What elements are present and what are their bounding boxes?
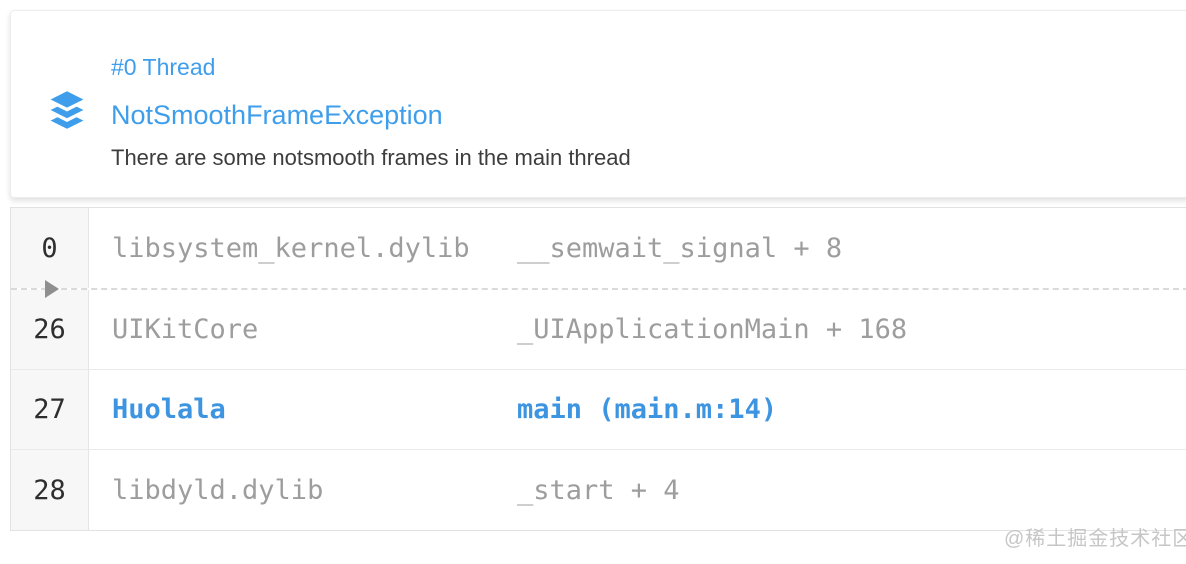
exception-name[interactable]: NotSmoothFrameException xyxy=(111,100,443,130)
stack-frame-row[interactable]: 26 UIKitCore _UIApplicationMain + 168 xyxy=(11,290,1186,370)
stack-frame-row[interactable]: 0 libsystem_kernel.dylib __semwait_signa… xyxy=(11,208,1186,288)
stack-frame-row[interactable]: 27 Huolala main (main.m:14) xyxy=(11,370,1186,450)
frame-index: 28 xyxy=(11,450,89,530)
stack-trace-table: 0 libsystem_kernel.dylib __semwait_signa… xyxy=(10,207,1186,531)
frame-library: UIKitCore xyxy=(112,314,259,345)
frame-index: 26 xyxy=(11,290,89,369)
stack-frame-row[interactable]: 28 libdyld.dylib _start + 4 xyxy=(11,450,1186,530)
frame-library: libsystem_kernel.dylib xyxy=(112,232,470,264)
frame-symbol: _start + 4 xyxy=(517,474,680,506)
frame-symbol: _UIApplicationMain + 168 xyxy=(517,314,908,345)
expand-triangle-icon[interactable] xyxy=(45,280,59,298)
exception-message: There are some notsmooth frames in the m… xyxy=(111,145,631,170)
frame-index: 0 xyxy=(11,208,89,288)
watermark: @稀土掘金技术社区 xyxy=(1004,528,1186,550)
frame-symbol: __semwait_signal + 8 xyxy=(517,232,843,264)
frame-symbol: main (main.m:14) xyxy=(517,394,778,425)
exception-header-card: #0 Thread NotSmoothFrameException There … xyxy=(10,10,1186,198)
layers-icon xyxy=(43,87,91,133)
frame-library: libdyld.dylib xyxy=(112,474,324,506)
frame-index: 27 xyxy=(11,370,89,449)
collapsed-frames-divider xyxy=(11,280,1186,298)
thread-label: #0 Thread xyxy=(111,54,216,80)
frame-library: Huolala xyxy=(112,394,226,425)
